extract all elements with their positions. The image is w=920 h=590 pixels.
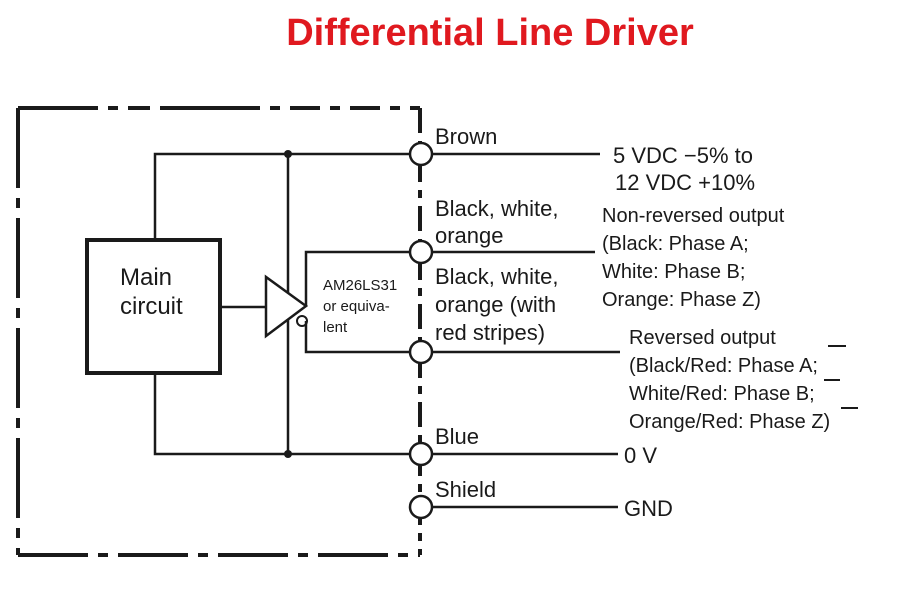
driver-label-3: lent (323, 319, 348, 336)
reversed-label-1: Reversed output (629, 327, 776, 349)
reversed-label-2: (Black/Red: Phase A; (629, 355, 818, 377)
label-noninv-2: orange (435, 223, 504, 248)
noninverted-output-wire (304, 250, 410, 306)
main-circuit-label-1: Main (120, 264, 172, 291)
junction-dot (284, 150, 292, 158)
terminal-brown (408, 141, 434, 167)
enclosure-outline (16, 106, 422, 557)
supply-label-2: 12 VDC +10% (615, 170, 755, 195)
main-circuit-label-2: circuit (120, 293, 183, 320)
label-brown: Brown (435, 124, 497, 149)
terminal-noninverted (408, 239, 434, 265)
nonreversed-label-1: Non-reversed output (602, 205, 785, 227)
terminal-blue (408, 441, 434, 467)
reversed-label-4: Orange/Red: Phase Z) (629, 411, 830, 433)
line-driver-symbol (264, 274, 309, 339)
zero-volt-label: 0 V (624, 443, 657, 468)
junction-dot (284, 450, 292, 458)
driver-label-1: AM26LS31 (323, 277, 397, 294)
label-noninv-1: Black, white, (435, 196, 559, 221)
nonreversed-label-4: Orange: Phase Z) (602, 289, 761, 311)
label-blue: Blue (435, 424, 479, 449)
label-shield: Shield (435, 477, 496, 502)
terminal-shield (408, 494, 434, 520)
inverted-output-wire (304, 321, 410, 354)
label-inv-1: Black, white, (435, 264, 559, 289)
nonreversed-label-3: White: Phase B; (602, 261, 745, 283)
reversed-label-3: White/Red: Phase B; (629, 383, 815, 405)
label-inv-2: orange (with (435, 292, 556, 317)
terminal-inverted (408, 339, 434, 365)
nonreversed-label-2: (Black: Phase A; (602, 233, 749, 255)
supply-wire (153, 152, 410, 240)
label-inv-3: red stripes) (435, 320, 545, 345)
ground-wire (153, 373, 410, 456)
gnd-label: GND (624, 496, 673, 521)
supply-label-1: 5 VDC −5% to (613, 143, 753, 168)
driver-label-2: or equiva- (323, 298, 390, 315)
diagram-title: Differential Line Driver (286, 12, 694, 54)
